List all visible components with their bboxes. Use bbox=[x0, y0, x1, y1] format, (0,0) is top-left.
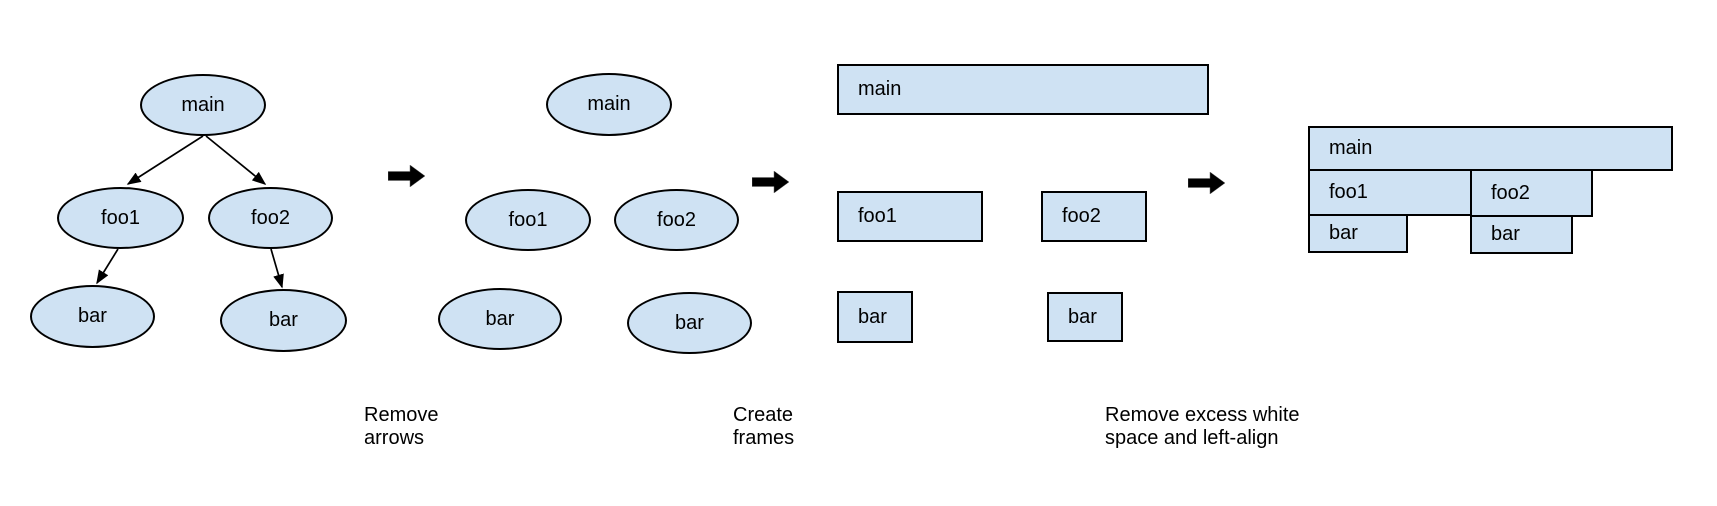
tree-node-foo2: foo2 bbox=[208, 187, 333, 249]
flame-frame-foo1-label: foo1 bbox=[1329, 181, 1368, 203]
tree-node-foo2-label: foo2 bbox=[251, 206, 290, 229]
flame-frame-foo1: foo1 bbox=[1308, 169, 1472, 216]
tree-edges-layer bbox=[96, 135, 284, 289]
caption-remove-arrows-line2: arrows bbox=[364, 427, 425, 449]
frames-node-main-label: main bbox=[858, 78, 902, 100]
noarrows-node-bar-left: bar bbox=[438, 288, 562, 350]
tree-node-bar-left-label: bar bbox=[78, 305, 107, 327]
frames-node-foo1-label: foo1 bbox=[858, 205, 897, 227]
noarrows-node-main-label: main bbox=[587, 93, 631, 115]
tree-node-bar-right: bar bbox=[220, 289, 347, 352]
transition-arrow-3-icon bbox=[1188, 172, 1225, 194]
noarrows-node-bar-right: bar bbox=[627, 292, 752, 354]
caption-remove-arrows: Remove arrows bbox=[364, 404, 438, 450]
noarrows-node-bar-left-label: bar bbox=[485, 307, 515, 330]
tree-node-main-label: main bbox=[181, 93, 225, 116]
frames-node-bar-left-label: bar bbox=[858, 305, 887, 328]
noarrows-node-foo1-label: foo1 bbox=[508, 208, 548, 231]
tree-node-bar-left: bar bbox=[30, 285, 155, 348]
caption-remove-whitespace-line2: space and left-align bbox=[1105, 427, 1279, 449]
flame-frame-main: main bbox=[1308, 126, 1673, 171]
noarrows-node-foo2: foo2 bbox=[614, 189, 739, 251]
edge-foo1-bar bbox=[96, 248, 119, 285]
tree-node-main: main bbox=[140, 74, 266, 136]
edge-main-foo2 bbox=[205, 135, 267, 185]
frames-node-foo1: foo1 bbox=[837, 191, 983, 242]
flame-frame-bar-right: bar bbox=[1470, 215, 1573, 254]
edge-main-foo1 bbox=[126, 135, 204, 185]
frames-node-main: main bbox=[837, 64, 1209, 115]
flame-frame-foo2: foo2 bbox=[1470, 169, 1593, 217]
flame-frame-bar-right-label: bar bbox=[1491, 223, 1520, 245]
edge-foo2-bar bbox=[270, 248, 284, 289]
caption-remove-whitespace-line1: Remove excess white bbox=[1105, 404, 1300, 426]
flame-frame-foo2-label: foo2 bbox=[1491, 181, 1530, 204]
frames-node-foo2-label: foo2 bbox=[1062, 205, 1101, 227]
caption-create-frames-line1: Create bbox=[733, 404, 794, 426]
transition-arrow-2-icon bbox=[752, 171, 789, 193]
frames-node-bar-right-label: bar bbox=[1068, 305, 1097, 328]
caption-remove-arrows-line1: Remove bbox=[364, 404, 439, 426]
tree-node-bar-right-label: bar bbox=[269, 309, 298, 331]
tree-node-foo1-label: foo1 bbox=[101, 206, 140, 229]
noarrows-node-foo2-label: foo2 bbox=[657, 208, 696, 231]
tree-node-foo1: foo1 bbox=[57, 187, 184, 249]
frames-node-foo2: foo2 bbox=[1041, 191, 1147, 242]
caption-create-frames: Create frames bbox=[733, 404, 794, 450]
noarrows-node-bar-right-label: bar bbox=[675, 311, 704, 334]
noarrows-node-main: main bbox=[546, 73, 672, 136]
flame-frame-bar-left-label: bar bbox=[1329, 222, 1358, 244]
frames-node-bar-right: bar bbox=[1047, 292, 1123, 342]
transition-arrow-1-icon bbox=[388, 165, 425, 187]
caption-remove-whitespace: Remove excess white space and left-align bbox=[1105, 404, 1300, 450]
flame-frame-main-label: main bbox=[1329, 137, 1373, 159]
frames-node-bar-left: bar bbox=[837, 291, 913, 343]
noarrows-node-foo1: foo1 bbox=[465, 189, 591, 251]
flame-frame-bar-left: bar bbox=[1308, 214, 1408, 253]
caption-create-frames-line2: frames bbox=[733, 427, 795, 449]
